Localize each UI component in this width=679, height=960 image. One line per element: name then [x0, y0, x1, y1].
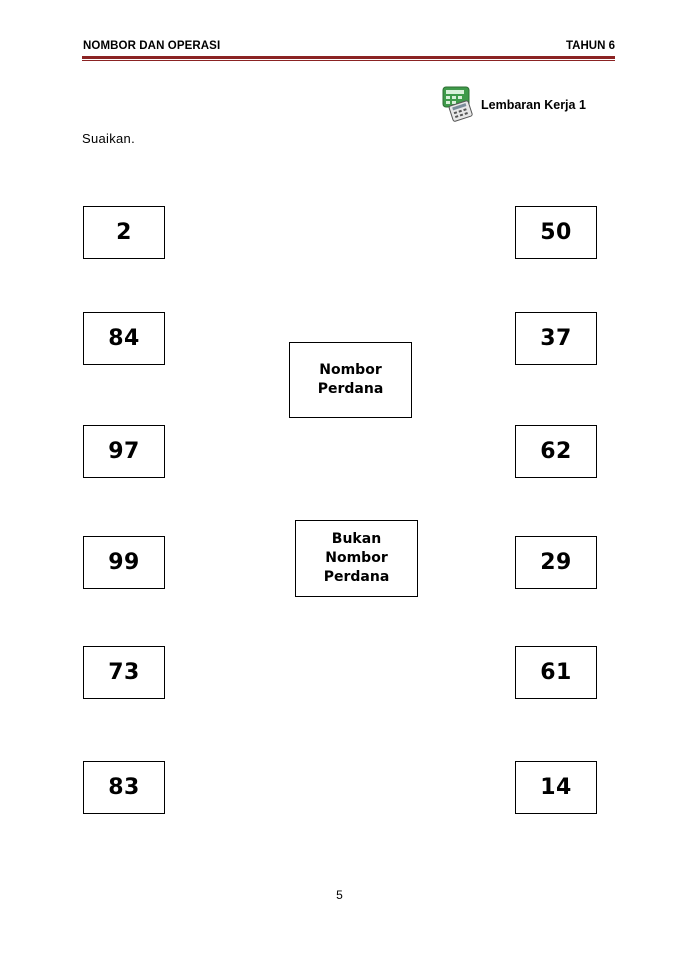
category-prime-label: Nombor Perdana: [318, 361, 384, 399]
number-box-right-5[interactable]: 61: [515, 646, 597, 699]
number-box-left-3[interactable]: 97: [83, 425, 165, 478]
number-box-right-3[interactable]: 62: [515, 425, 597, 478]
number-box-right-4[interactable]: 29: [515, 536, 597, 589]
header-rule-thin: [82, 60, 615, 61]
category-prime-line-1: Nombor: [319, 362, 382, 378]
number-box-left-4[interactable]: 99: [83, 536, 165, 589]
number-box-right-1[interactable]: 50: [515, 206, 597, 259]
worksheet-label: Lembaran Kerja 1: [481, 98, 586, 112]
category-not-prime-line-1: Bukan: [331, 531, 382, 547]
calculator-icon: [441, 86, 475, 122]
category-box-not-prime[interactable]: Bukan Nombor Perdana: [295, 520, 418, 597]
category-box-prime[interactable]: Nombor Perdana: [289, 342, 412, 418]
number-box-right-6[interactable]: 14: [515, 761, 597, 814]
number-box-left-1[interactable]: 2: [83, 206, 165, 259]
worksheet-badge: Lembaran Kerja 1: [441, 86, 586, 122]
number-box-left-6[interactable]: 83: [83, 761, 165, 814]
header-rule: [82, 56, 615, 59]
number-box-left-5[interactable]: 73: [83, 646, 165, 699]
category-not-prime-line-2: Nombor: [325, 550, 388, 566]
page-number: 5: [336, 888, 343, 902]
number-box-right-2[interactable]: 37: [515, 312, 597, 365]
header-topic: NOMBOR DAN OPERASI: [83, 40, 221, 52]
category-not-prime-line-3: Perdana: [323, 569, 390, 585]
category-prime-line-2: Perdana: [317, 381, 384, 397]
header-grade: TAHUN 6: [566, 40, 615, 52]
instruction-text: Suaikan.: [82, 131, 135, 146]
number-box-left-2[interactable]: 84: [83, 312, 165, 365]
category-not-prime-label: Bukan Nombor Perdana: [324, 530, 390, 587]
